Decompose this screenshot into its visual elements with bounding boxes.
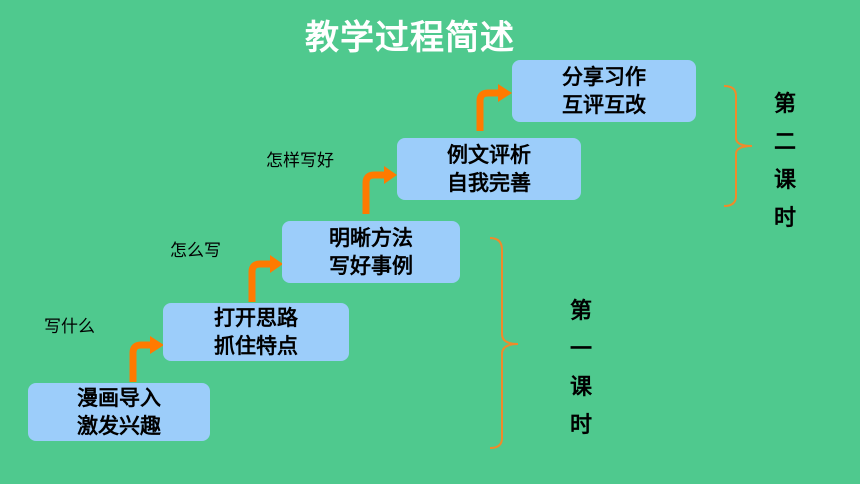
step-4-line2: 自我完善 — [447, 171, 531, 195]
second-period-label: 第 二 课 时 — [770, 85, 800, 237]
first-period-label: 第 一 课 时 — [566, 292, 596, 444]
step-box-5: 分享习作 互评互改 — [512, 60, 696, 122]
step-box-2: 打开思路 抓住特点 — [163, 303, 349, 361]
second-period-char-4: 时 — [773, 205, 796, 231]
slide-title: 教学过程简述 — [305, 18, 515, 58]
step-arrowhead-2 — [270, 255, 283, 273]
step-4-line1: 例文评析 — [447, 143, 531, 167]
step-1-line2: 激发兴趣 — [77, 414, 161, 438]
step-arrow-2 — [248, 260, 270, 302]
brace-second-period — [723, 85, 753, 207]
step-box-4: 例文评析 自我完善 — [397, 138, 581, 200]
step-box-3: 明晰方法 写好事例 — [282, 221, 460, 283]
step-3-line1: 明晰方法 — [329, 226, 413, 250]
second-period-char-1: 第 — [773, 91, 796, 117]
step-1-line1: 漫画导入 — [77, 386, 161, 410]
note-how-to-write: 怎么写 — [170, 241, 221, 261]
brace-first-period — [489, 237, 519, 449]
step-arrow-4 — [476, 89, 498, 131]
step-arrow-3 — [362, 171, 384, 214]
note-how-to-write-well: 怎样写好 — [266, 151, 334, 171]
first-period-char-4: 时 — [569, 412, 592, 438]
step-box-1: 漫画导入 激发兴趣 — [28, 383, 210, 441]
first-period-char-2: 一 — [569, 336, 592, 362]
step-arrowhead-3 — [384, 166, 397, 184]
note-what-to-write: 写什么 — [44, 317, 95, 337]
second-period-char-3: 课 — [773, 167, 796, 193]
first-period-char-1: 第 — [569, 298, 592, 324]
first-period-char-3: 课 — [569, 374, 592, 400]
step-2-line1: 打开思路 — [214, 306, 298, 330]
second-period-char-2: 二 — [773, 129, 796, 155]
step-arrow-1 — [129, 341, 150, 382]
step-5-line1: 分享习作 — [562, 65, 646, 89]
step-3-line2: 写好事例 — [329, 254, 413, 278]
step-2-line2: 抓住特点 — [214, 334, 298, 358]
step-arrowhead-4 — [498, 84, 512, 102]
step-arrowhead-1 — [150, 336, 164, 354]
step-5-line2: 互评互改 — [562, 93, 646, 117]
